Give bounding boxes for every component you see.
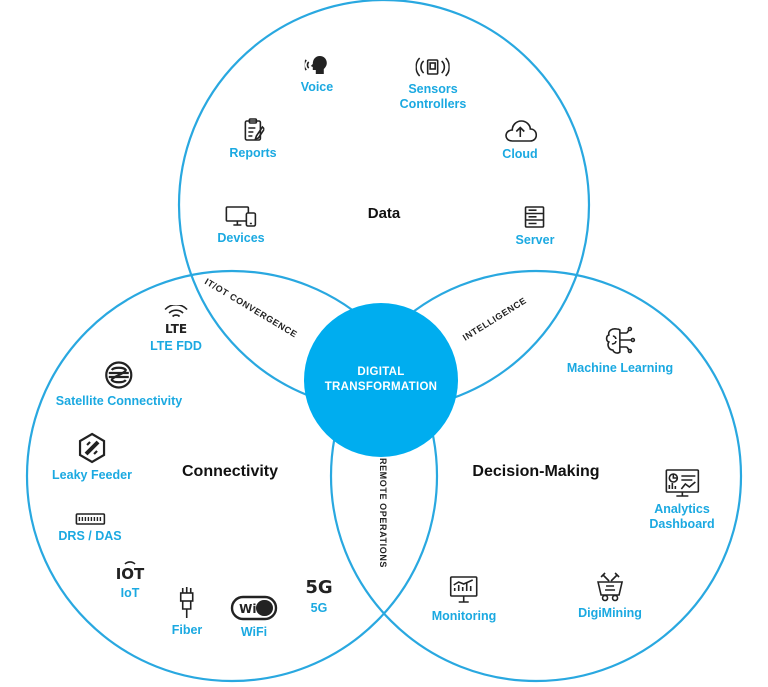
svg-text:5G: 5G — [305, 577, 332, 597]
machine-learning-label: Machine Learning — [566, 361, 674, 375]
clipboard-icon — [244, 118, 264, 141]
server-item: Server — [515, 205, 555, 248]
voice-item: Voice — [301, 54, 333, 95]
wifi-item: WiFi WiFi — [230, 595, 278, 640]
svg-text:WiFi: WiFi — [239, 602, 269, 616]
decision-title: Decision-Making — [472, 463, 600, 480]
iot-item: IOT IoT — [113, 560, 147, 601]
svg-text:LTE: LTE — [165, 322, 187, 335]
cloud-label: Cloud — [502, 147, 538, 161]
drs-das-item: DRS / DAS — [58, 513, 122, 544]
digital-transformation-hub: DIGITAL TRANSFORMATION — [304, 303, 458, 457]
server-icon — [525, 206, 545, 228]
digimining-item: DigiMining — [578, 572, 642, 621]
lte-signal-icon: LTE — [164, 305, 188, 335]
monitoring-item: Monitoring — [431, 575, 497, 624]
monitoring-screen-icon — [450, 576, 478, 603]
lte-fdd-item: LTE LTE FDD — [150, 305, 202, 354]
voice-label: Voice — [300, 80, 334, 94]
analytics-label: Analytics — [654, 502, 710, 516]
remote-operations-label: REMOTE OPERATIONS — [378, 457, 389, 569]
fiber-label: Fiber — [171, 623, 203, 637]
5g-label: 5G — [310, 601, 328, 615]
sensors-controllers-item: Sensors Controllers — [399, 56, 467, 112]
cloud-item: Cloud — [502, 119, 538, 162]
connectivity-circle — [25, 269, 439, 683]
drs-das-label: DRS / DAS — [58, 529, 122, 543]
drs-das-rack-icon — [75, 513, 105, 525]
iot-label: IoT — [120, 586, 140, 600]
leaky-feeder-icon — [78, 432, 106, 464]
sensors-label: Sensors — [408, 82, 458, 96]
satellite-item: Satellite Connectivity — [56, 360, 182, 409]
analytics-dashboard-item: Analytics Dashboard — [649, 468, 715, 532]
leaky-feeder-item: Leaky Feeder — [52, 432, 132, 483]
wifi-label: WiFi — [240, 625, 268, 639]
iot-icon: IOT — [116, 561, 145, 582]
wifi-logo-icon: WiFi — [230, 595, 278, 621]
server-label: Server — [515, 233, 555, 247]
satellite-icon — [105, 361, 133, 389]
center-line-1: DIGITAL — [357, 366, 405, 378]
leaky-feeder-label: Leaky Feeder — [52, 468, 132, 482]
decision-circle — [329, 269, 743, 683]
connectivity-title: Connectivity — [181, 463, 279, 480]
svg-text:IOT: IOT — [116, 565, 145, 582]
devices-icon — [225, 206, 256, 227]
5g-item: 5G 5G — [302, 575, 336, 616]
analytics-dashboard-icon — [665, 469, 699, 497]
5g-icon: 5G — [305, 577, 332, 597]
reports-item: Reports — [229, 118, 277, 161]
reports-label: Reports — [229, 146, 277, 160]
voice-head-icon — [304, 56, 327, 74]
lte-fdd-label: LTE FDD — [150, 339, 202, 353]
sensor-icon — [416, 57, 450, 77]
mining-cart-icon — [596, 572, 624, 602]
fiber-connector-icon — [180, 587, 194, 618]
fiber-item: Fiber — [171, 585, 203, 638]
satellite-label: Satellite Connectivity — [55, 394, 183, 408]
devices-label: Devices — [217, 231, 265, 245]
data-title: Data — [367, 205, 401, 222]
brain-circuit-icon — [605, 326, 636, 354]
devices-item: Devices — [217, 205, 265, 246]
machine-learning-item: Machine Learning — [567, 325, 673, 376]
center-line-2: TRANSFORMATION — [324, 381, 438, 393]
cloud-upload-icon — [504, 120, 537, 142]
controllers-label: Controllers — [399, 97, 467, 111]
dashboard-label: Dashboard — [649, 517, 715, 531]
monitoring-label: Monitoring — [431, 609, 497, 623]
digimining-label: DigiMining — [578, 606, 642, 620]
